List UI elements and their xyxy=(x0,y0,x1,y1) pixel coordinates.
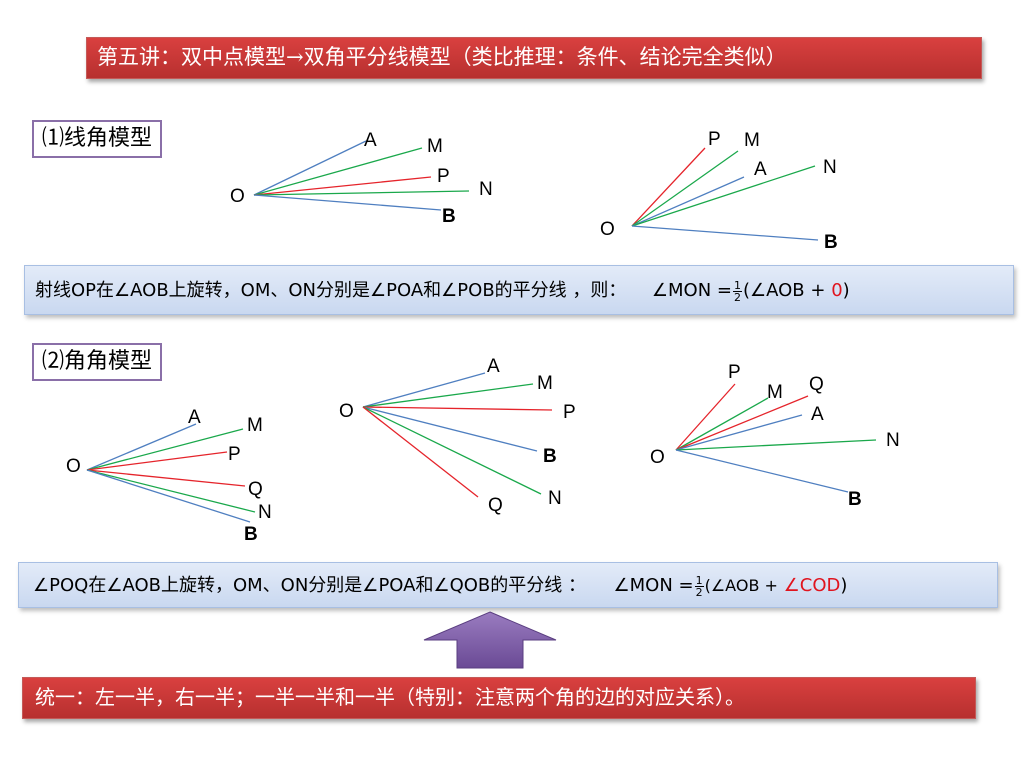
model2-result-paren-close: ) xyxy=(840,575,848,596)
model1-result-zero: 0 xyxy=(831,280,843,301)
ray-ON xyxy=(675,439,877,451)
ray-OB xyxy=(253,194,442,211)
label-M: M xyxy=(767,382,783,403)
model2-result-paren-open: (∠AOB + xyxy=(704,576,778,595)
ray-OA xyxy=(631,176,745,227)
title-banner: 第五讲：双中点模型→双角平分线模型（类比推理：条件、结论完全类似） xyxy=(86,37,982,79)
ray-OA xyxy=(253,140,367,196)
label-P: P xyxy=(708,129,721,150)
label-A: A xyxy=(487,356,500,377)
ray-OA xyxy=(362,372,486,408)
ray-OB xyxy=(362,406,538,452)
label-B: B xyxy=(442,206,456,227)
ray-OM xyxy=(675,397,769,451)
ray-ON xyxy=(362,406,542,495)
label-O: O xyxy=(66,456,81,477)
ray-OP xyxy=(631,147,706,227)
model2-result-cod: ∠COD xyxy=(783,575,841,596)
model2-result-prefix: ∠MON = xyxy=(613,575,694,596)
ray-OB xyxy=(86,469,251,523)
model2-label: ⑵角角模型 xyxy=(32,343,163,381)
ray-OM xyxy=(86,428,244,471)
ray-OA xyxy=(675,414,803,451)
model1-frac-den: 2 xyxy=(733,290,741,304)
model2-statement-box: ∠POQ在∠AOB上旋转，OM、ON分别是∠POA和∠QOB的平分线 ： ∠MO… xyxy=(18,562,998,608)
diagram-1b: O P M A N B xyxy=(600,129,838,253)
model1-statement: 射线OP在∠AOB上旋转，OM、ON分别是∠POA和∠POB的平分线 ，则： xyxy=(35,280,627,301)
model2-label-text: ⑵角角模型 xyxy=(42,349,153,374)
ray-OQ xyxy=(86,469,246,487)
ray-ON xyxy=(253,190,470,196)
ray-OQ xyxy=(675,395,809,451)
label-M: M xyxy=(744,130,760,151)
ray-OP xyxy=(86,451,228,471)
label-A: A xyxy=(754,159,767,180)
label-P: P xyxy=(728,362,741,383)
label-P: P xyxy=(228,444,241,465)
diagram-1a: O A M P N B xyxy=(230,130,493,227)
diagram-2c: O P M Q A N B xyxy=(650,362,900,510)
label-N: N xyxy=(823,157,837,178)
label-B: B xyxy=(543,446,557,467)
label-P: P xyxy=(437,166,450,187)
label-A: A xyxy=(364,130,377,151)
label-B: B xyxy=(244,524,258,545)
diagram-2b: O A M P B N Q xyxy=(339,356,576,516)
label-N: N xyxy=(479,179,493,200)
label-N: N xyxy=(886,430,900,451)
label-Q: Q xyxy=(248,479,263,500)
model1-frac-num: 1 xyxy=(732,278,742,292)
ray-ON xyxy=(631,165,816,227)
ray-OB xyxy=(631,225,819,241)
label-M: M xyxy=(537,373,553,394)
model1-label-text: ⑴线角模型 xyxy=(42,126,153,151)
conclusion-banner: 统一：左一半，右一半；一半一半和一半（特别：注意两个角的边的对应关系）。 xyxy=(22,677,976,719)
label-O: O xyxy=(230,186,245,207)
model1-result-paren-open: (∠AOB + xyxy=(742,280,826,301)
label-Q: Q xyxy=(488,495,503,516)
ray-OM xyxy=(362,383,534,408)
label-A: A xyxy=(188,407,201,428)
label-N: N xyxy=(548,488,562,509)
ray-OP xyxy=(362,406,553,411)
model2-statement: ∠POQ在∠AOB上旋转，OM、ON分别是∠POA和∠QOB的平分线 ： xyxy=(33,575,587,596)
model2-frac-num: 1 xyxy=(694,573,704,587)
ray-OP xyxy=(253,176,432,196)
label-P: P xyxy=(563,402,576,423)
ray-OP xyxy=(675,383,736,451)
up-arrow-icon xyxy=(423,611,557,669)
label-N: N xyxy=(258,502,272,523)
label-A: A xyxy=(811,404,824,425)
label-O: O xyxy=(650,447,665,468)
label-B: B xyxy=(824,232,838,253)
model1-statement-box: 射线OP在∠AOB上旋转，OM、ON分别是∠POA和∠POB的平分线 ，则： ∠… xyxy=(24,265,1014,315)
ray-ON xyxy=(86,469,256,513)
ray-OQ xyxy=(362,406,479,498)
ray-OM xyxy=(253,147,423,196)
label-B: B xyxy=(848,489,862,510)
conclusion-text: 统一：左一半，右一半；一半一半和一半（特别：注意两个角的边的对应关系）。 xyxy=(35,685,745,709)
label-M: M xyxy=(247,415,263,436)
model1-result-paren-close: ) xyxy=(842,280,850,301)
label-O: O xyxy=(339,401,354,422)
label-M: M xyxy=(427,136,443,157)
ray-OA xyxy=(86,423,197,471)
label-Q: Q xyxy=(809,374,824,395)
diagram-2a: O A M P Q N B xyxy=(66,407,272,545)
model1-result-prefix: ∠MON = xyxy=(651,280,732,301)
page-title: 第五讲：双中点模型→双角平分线模型（类比推理：条件、结论完全类似） xyxy=(97,45,787,69)
ray-OM xyxy=(631,150,739,227)
label-O: O xyxy=(600,219,615,240)
ray-OB xyxy=(675,449,849,493)
model1-label: ⑴线角模型 xyxy=(32,120,163,158)
model2-frac-den: 2 xyxy=(695,585,703,599)
